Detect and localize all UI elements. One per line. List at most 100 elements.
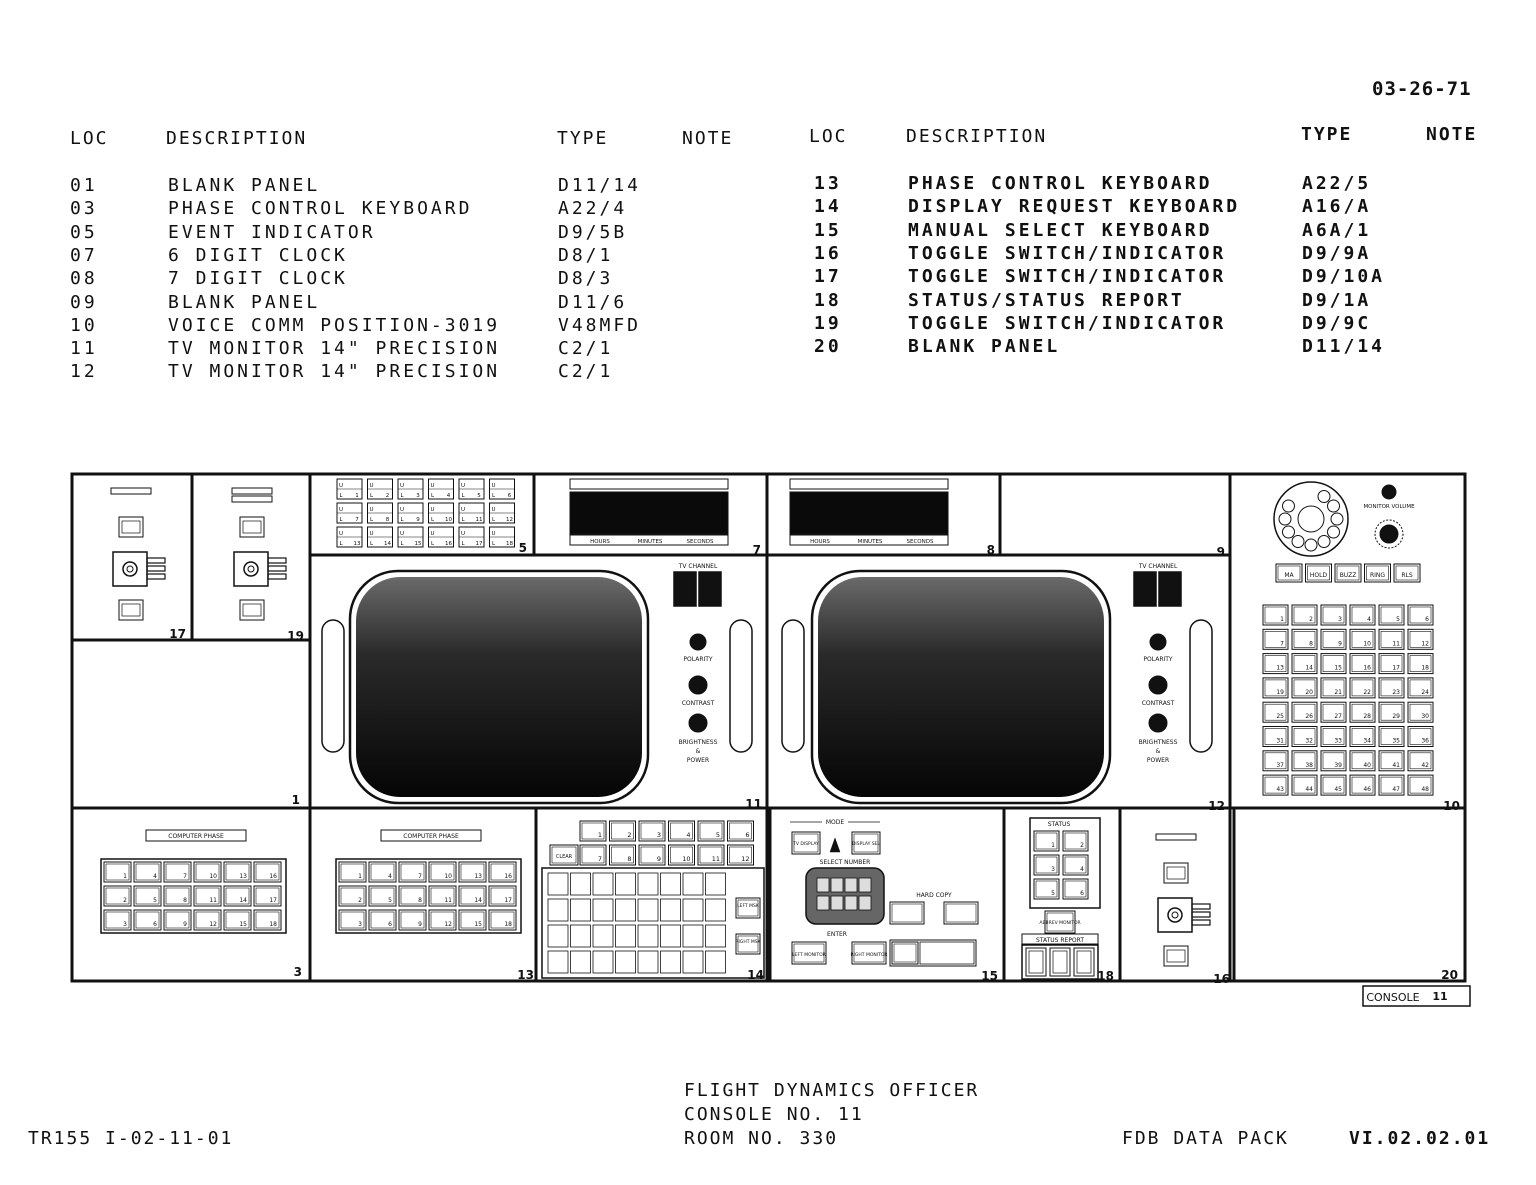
display-request-cell	[547, 872, 569, 896]
display-key	[697, 844, 725, 866]
status-report-lamp-inner	[1028, 950, 1044, 974]
hard-copy-label: HARD COPY	[916, 892, 952, 899]
key-label: 11	[209, 897, 217, 904]
key-inner	[1351, 703, 1374, 721]
display-request-cell	[592, 898, 614, 922]
display-request-cell	[592, 872, 614, 896]
left-monitor-label: LEFT MONITOR	[792, 952, 826, 958]
tv-display-key	[791, 831, 821, 855]
header-type-right: TYPE	[1301, 124, 1353, 145]
key-label: 39	[1334, 762, 1342, 769]
phase-keyboard-3-key	[133, 861, 162, 883]
key-inner	[1264, 703, 1287, 721]
comm-key	[1407, 604, 1434, 626]
display-request-cell	[615, 898, 636, 922]
comm-button-inner	[1277, 565, 1301, 581]
event-key-upper: U	[491, 531, 495, 537]
key-inner	[1322, 776, 1345, 794]
panel-number-p12: 12	[1208, 799, 1225, 813]
key-inner	[460, 911, 485, 929]
phase-keyboard-13-key	[338, 885, 367, 907]
key-inner	[1264, 630, 1287, 648]
comm-key	[1378, 750, 1405, 772]
comm-key	[1349, 604, 1376, 626]
key-inner	[737, 935, 759, 953]
key-inner	[611, 822, 634, 840]
key-inner	[255, 863, 280, 881]
status-key	[1033, 830, 1060, 852]
event-key-number: 12	[506, 517, 513, 523]
key-inner	[1380, 679, 1403, 697]
key-inner	[370, 887, 395, 905]
display-sel-label: DISPLAY SEL	[852, 841, 881, 847]
comm-button	[1393, 563, 1421, 583]
left-monitor-key	[791, 941, 827, 965]
event-key-lower: L	[370, 493, 374, 499]
key-label: 20	[1305, 689, 1313, 696]
key-label: 1	[358, 873, 362, 880]
status-key	[1033, 854, 1060, 876]
phase-keyboard-13-key	[398, 885, 427, 907]
key-inner	[1351, 606, 1374, 624]
display-request-cell	[592, 924, 614, 948]
key-inner	[670, 822, 693, 840]
event-key-upper: U	[461, 483, 465, 489]
key-inner	[430, 863, 455, 881]
clock-7-hours-label: HOURS	[590, 539, 610, 545]
select-number-key	[830, 895, 844, 911]
key-label: 17	[504, 897, 512, 904]
key-inner	[640, 846, 664, 864]
clock-8-label-strip	[789, 534, 949, 546]
phase-keyboard-13-key	[368, 909, 397, 931]
key-inner	[1409, 752, 1432, 770]
panel-number-p19: 19	[287, 629, 304, 643]
key-label: 22	[1363, 689, 1371, 696]
panel-17-switch-fin	[146, 573, 166, 580]
panel-number-p15: 15	[981, 969, 998, 983]
panel-17-lamp-upper-inner	[121, 520, 141, 534]
phase-keyboard-13-key	[488, 885, 517, 907]
panel-number-p5: 5	[519, 541, 527, 555]
monitor-12-polarity-knob-icon	[1149, 633, 1167, 651]
rotary-dial-hole	[1281, 525, 1295, 539]
display-key	[579, 844, 607, 866]
clock-8-seconds-label: SECONDS	[907, 539, 934, 545]
panel-number-p9: 9	[1217, 545, 1225, 559]
key-label: 14	[1305, 665, 1313, 672]
key-inner	[255, 911, 280, 929]
comm-key	[1378, 726, 1405, 747]
phase-keyboard-3-key	[253, 909, 282, 931]
enter-display-frame	[889, 939, 977, 967]
key-inner	[1293, 703, 1316, 721]
event-key-upper: U	[369, 531, 373, 537]
event-key-number: 7	[355, 517, 359, 523]
right-row-loc: 14	[814, 196, 842, 218]
key-label: 5	[1396, 616, 1400, 623]
key-label: 5	[1051, 890, 1055, 897]
comm-key	[1320, 653, 1347, 675]
panel-17-switch-body	[112, 551, 148, 587]
key-inner	[581, 822, 605, 840]
status-report-lamp	[1025, 947, 1047, 977]
key-label: 3	[123, 921, 127, 928]
key-label: 9	[183, 921, 187, 928]
event-key-upper: U	[430, 531, 434, 537]
rotary-dial-hole	[1281, 499, 1295, 513]
rotary-dial-center	[1297, 505, 1325, 533]
monitor-11-bezel	[348, 569, 650, 805]
key-inner	[729, 846, 752, 864]
right-monitor-key	[851, 941, 887, 965]
select-number-key	[830, 877, 844, 893]
key-label: 11	[444, 897, 452, 904]
key-inner	[670, 846, 693, 864]
key-label: 14	[239, 897, 247, 904]
left-row-loc: 12	[70, 361, 98, 383]
event-key-upper: U	[461, 507, 465, 513]
key-inner	[1293, 752, 1316, 770]
panel-17-switch-fin	[146, 565, 166, 572]
key-label: 5	[716, 831, 720, 839]
key-inner	[225, 887, 250, 905]
document-date: 03-26-71	[1372, 78, 1472, 100]
comm-button-label: BUZZ	[1340, 572, 1357, 579]
key-inner	[1351, 655, 1374, 672]
